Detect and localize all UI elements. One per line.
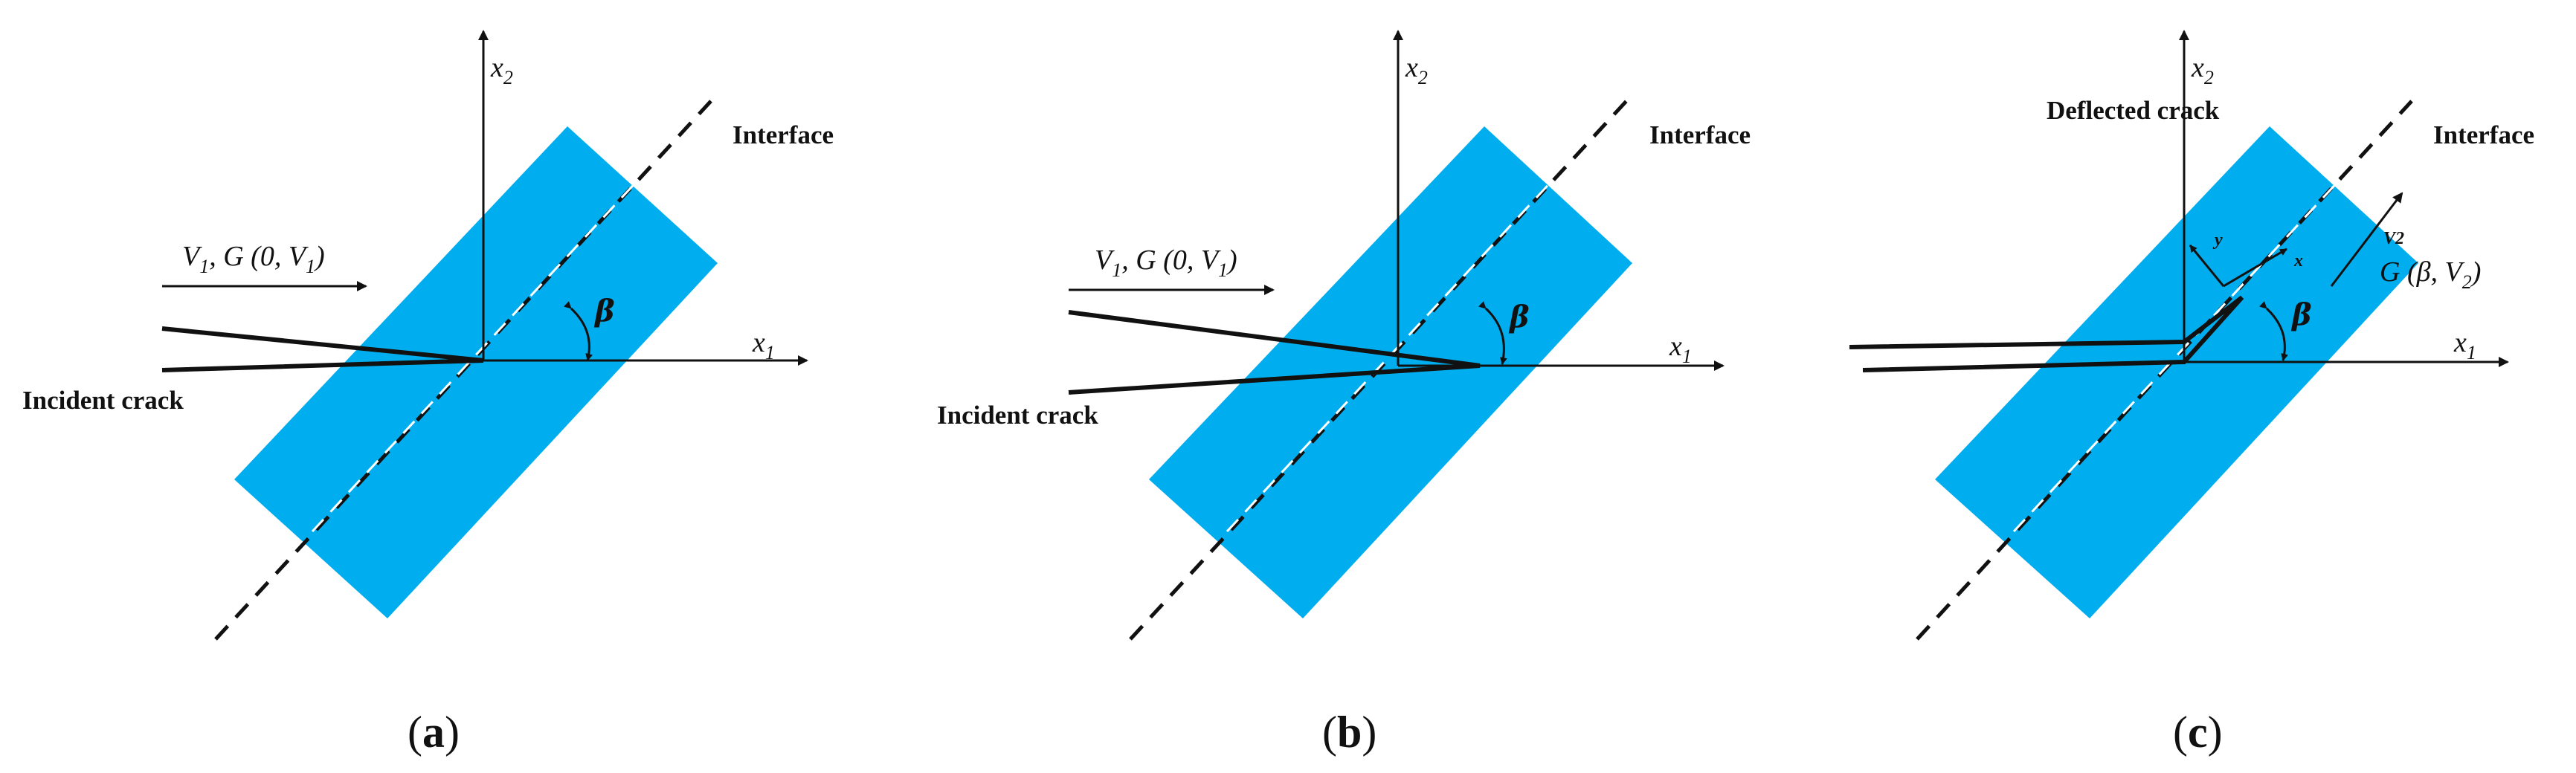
x1-label: x1 [1669,331,1692,367]
x2-label: x2 [490,52,513,88]
beta-arc [564,301,593,361]
beta-arc [2259,301,2289,361]
local-y-label: y [2212,230,2223,250]
beta-label: β [593,294,615,329]
interface-layer [1935,126,2418,618]
beta-arc [1478,301,1507,365]
incident-crack [1068,310,1481,395]
local-x-label: x [2293,251,2303,271]
incident-crack-lower [1862,295,2244,372]
caption-b: (b) [1322,708,1376,757]
interface-label: Interface [2433,120,2534,149]
interface-label: Interface [732,120,834,149]
velocity-label: V1, G (0, V1) [182,241,325,277]
v2-label: V2 [2383,229,2404,248]
panel-a: Interface x2 x1 β V1, G (0, V1) Incident… [22,30,834,757]
interface-label: Interface [1649,120,1751,149]
g-label: G (β, V2) [2380,256,2481,293]
interface-layer [234,126,718,618]
deflected-crack [1849,295,2244,349]
incident-crack [161,326,484,372]
caption-a: (a) [408,708,460,757]
local-y-axis [2189,245,2225,287]
incident-crack-label: Incident crack [937,401,1098,430]
v2-arrow [2330,192,2403,287]
local-x-axis [2223,248,2287,288]
x2-label: x2 [1405,52,1428,88]
x2-label: x2 [2191,52,2214,88]
beta-label: β [2290,297,2312,332]
x1-label: x1 [2453,327,2476,363]
panel-c: Deflected crack Interface x2 x1 β y x V2… [1849,30,2534,757]
caption-c: (c) [2173,708,2223,757]
incident-crack-label: Incident crack [22,386,184,415]
panel-b: Interface x2 x1 β V1, G (0, V1) Incident… [937,30,1751,757]
deflected-crack-label: Deflected crack [2047,96,2220,125]
velocity-label: V1, G (0, V1) [1095,245,1237,281]
x1-label: x1 [752,327,775,363]
beta-label: β [1508,300,1530,334]
